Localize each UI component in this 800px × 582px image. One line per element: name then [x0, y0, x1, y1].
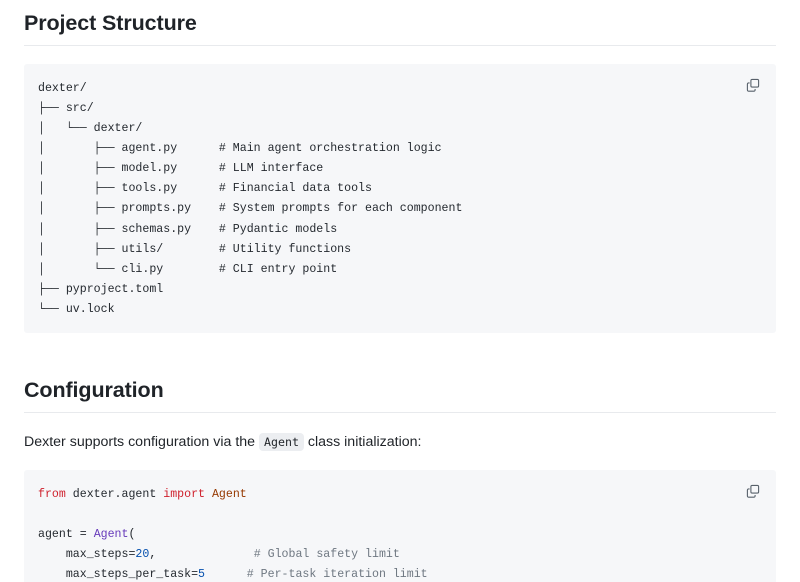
code-token-plain: =: [191, 567, 199, 581]
code-token-plain: max_steps_per_task: [38, 567, 192, 581]
project-structure-code-block: dexter/ ├── src/ │ └── dexter/ │ ├── age…: [24, 63, 776, 333]
code-token-plain: [87, 528, 94, 541]
heading-divider: [24, 411, 776, 413]
code-token-plain: =: [79, 527, 87, 541]
code-token-kw: import: [163, 487, 205, 501]
code-token-plain: ,: [149, 547, 254, 561]
copy-icon-glyph: [746, 78, 760, 92]
code-token-cls: Agent: [211, 487, 247, 501]
code-token-cmt: # Global safety limit: [253, 547, 400, 561]
description-text-before: Dexter supports configuration via the: [24, 433, 256, 450]
code-token-plain: (: [128, 527, 136, 541]
copy-icon[interactable]: [742, 74, 764, 96]
python-code-content: from dexter.agent import Agent agent = A…: [38, 484, 760, 582]
inline-code-agent: Agent: [259, 432, 304, 451]
code-token-fn: Agent: [93, 527, 129, 541]
configuration-title: Configuration: [24, 378, 164, 402]
page-title: Project Structure: [24, 11, 197, 35]
configuration-description: Dexter supports configuration via the Ag…: [24, 431, 776, 454]
code-token-plain: [205, 568, 247, 581]
code-token-kw: from: [38, 487, 66, 501]
code-token-plain: dexter.agent: [65, 487, 164, 501]
code-token-num: 20: [135, 547, 150, 561]
code-token-plain: =: [128, 547, 136, 561]
project-tree-content: dexter/ ├── src/ │ └── dexter/ │ ├── age…: [38, 81, 463, 316]
code-token-plain: [205, 488, 212, 501]
copy-icon[interactable]: [742, 480, 764, 502]
copy-icon-glyph: [746, 484, 760, 498]
code-token-num: 5: [198, 567, 205, 581]
description-text-after: class initialization:: [307, 433, 422, 450]
code-token-plain: max_steps: [38, 547, 129, 561]
section-spacer: [24, 333, 776, 367]
code-token-cmt: # Per-task iteration limit: [246, 567, 428, 581]
configuration-code-block: from dexter.agent import Agent agent = A…: [24, 469, 776, 582]
code-token-plain: agent: [38, 527, 80, 541]
heading-divider: [24, 44, 776, 46]
